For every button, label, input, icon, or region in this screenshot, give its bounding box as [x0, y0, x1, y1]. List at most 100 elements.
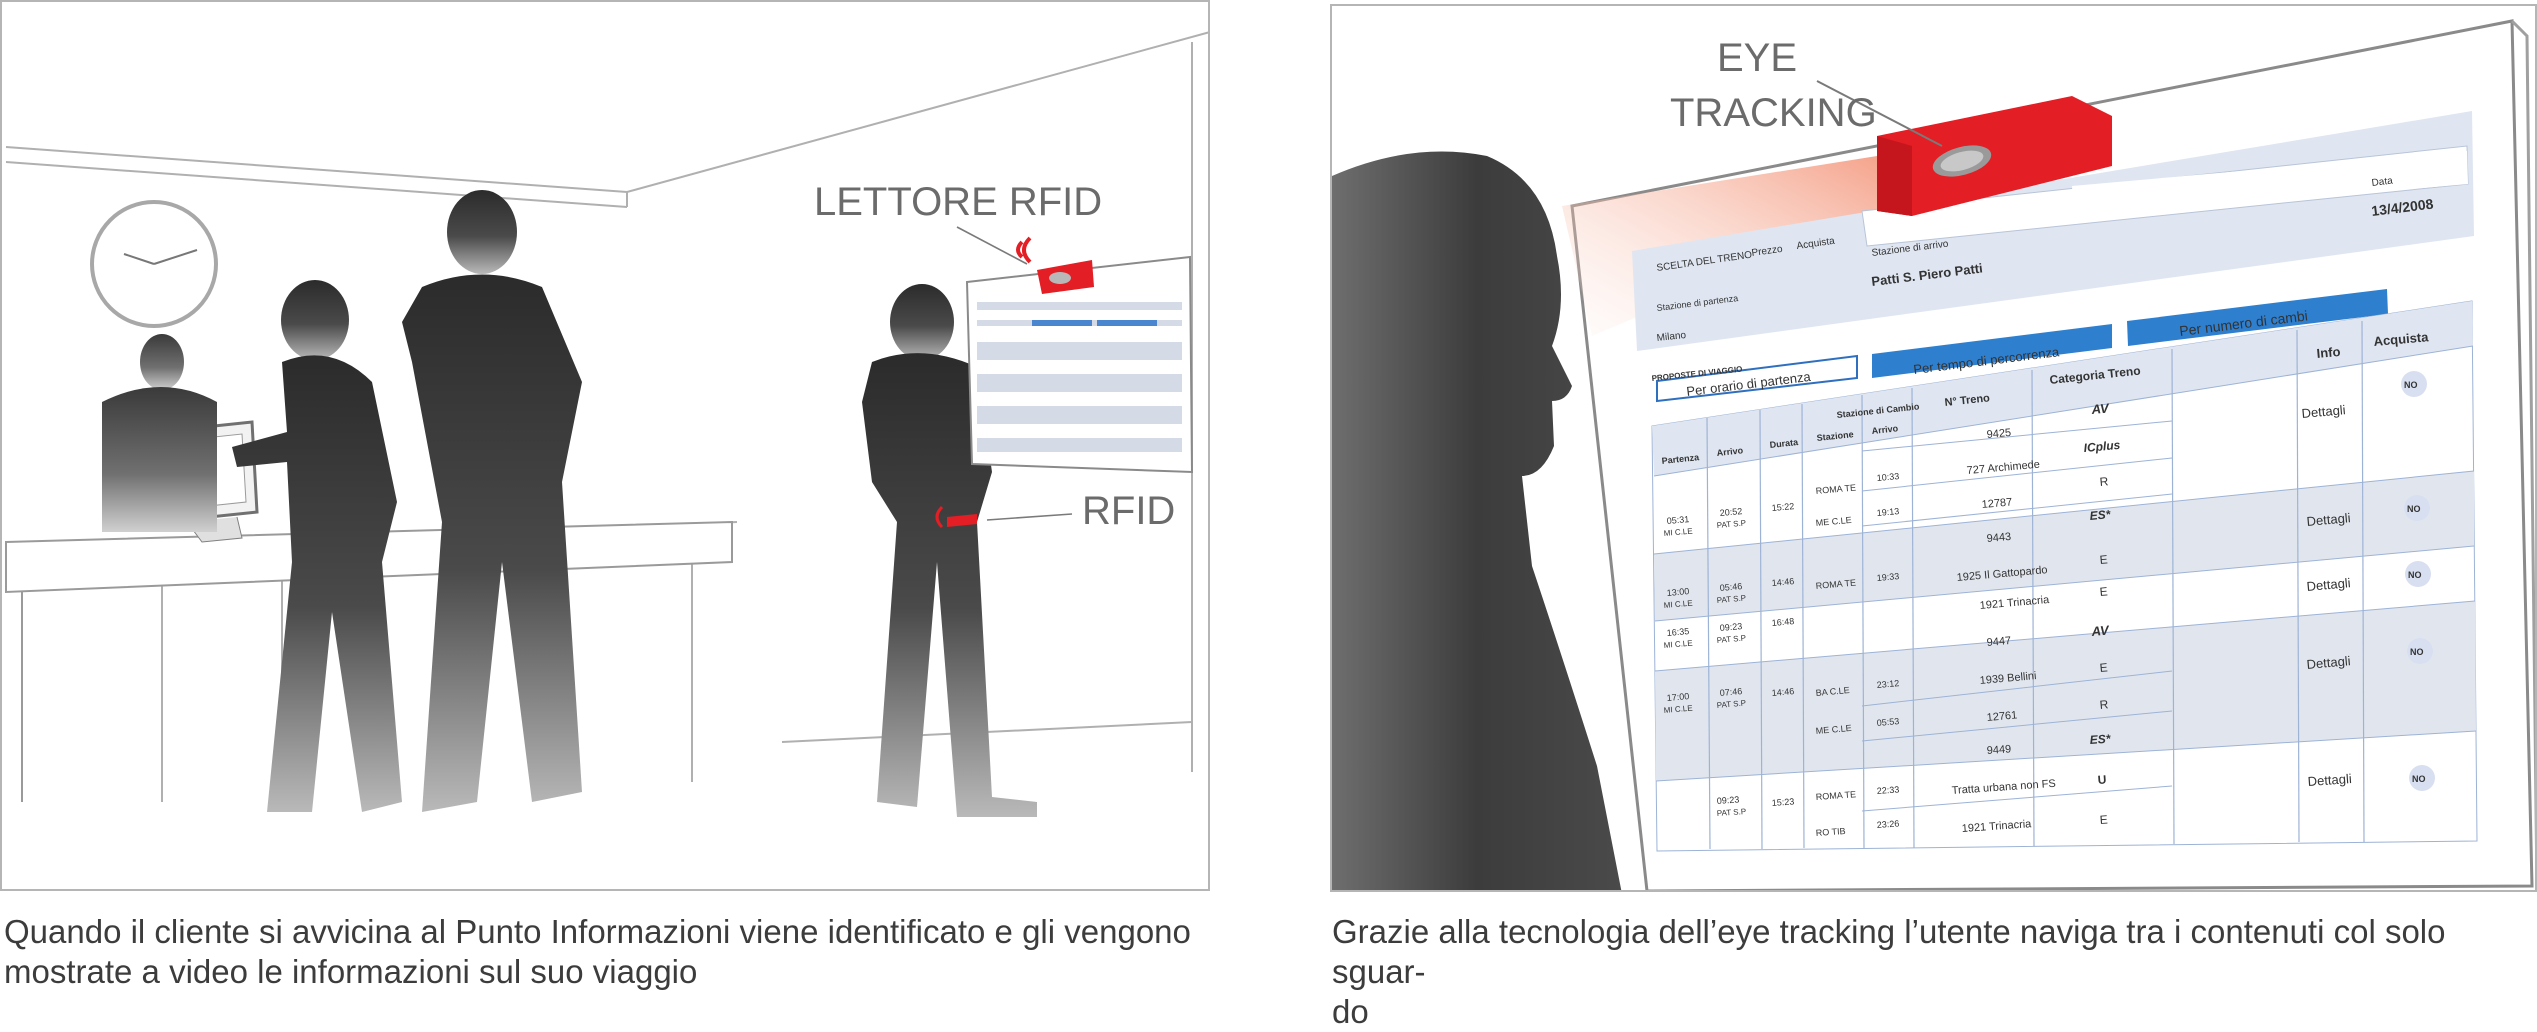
rfid-reader-device	[1016, 236, 1094, 294]
row5-buy-label: NO	[2412, 774, 2426, 784]
tab-buy[interactable]: Acquista	[1796, 236, 1836, 252]
row1-category-av-icon: AV	[2090, 400, 2111, 417]
row1-station-a: ROMA TE	[1815, 483, 1856, 496]
header-station-arrival: Arrivo	[1871, 423, 1899, 436]
row2-departure-station: MI C.LE	[1663, 599, 1693, 610]
callout-rfid-reader: LETTORE RFID	[814, 180, 1102, 224]
traveler-silhouette	[862, 284, 1037, 817]
date-label: Data	[2371, 175, 2394, 189]
callout-eye: EYE	[1717, 36, 1797, 80]
row3-arrival-time: 09:23	[1719, 621, 1742, 633]
row1-buy-label: NO	[2404, 380, 2418, 390]
row5-train-1: 9449	[1986, 743, 2011, 757]
callout-rfid-tag: RFID	[1082, 489, 1175, 533]
row3-departure-station: MI C.LE	[1663, 639, 1693, 650]
date-value: 13/4/2008	[2370, 195, 2434, 218]
row2-arrival-time: 05:46	[1719, 581, 1742, 593]
row2-arrival-station: PAT S.P	[1716, 593, 1746, 605]
row4-buy-label: NO	[2410, 647, 2424, 657]
row3-duration: 16:48	[1771, 616, 1794, 628]
row1-station-b: ME C.LE	[1815, 515, 1852, 528]
right-caption-line-1: Grazie alla tecnologia dell’eye tracking…	[1332, 913, 2446, 990]
tab-price[interactable]: Prezzo	[1751, 244, 1784, 259]
row3-details-link[interactable]: Dettagli	[2306, 575, 2351, 594]
row5-category-e-icon: E	[2099, 812, 2108, 827]
row1-train-3: 12787	[1981, 496, 2013, 511]
row3-arrival-station: PAT S.P	[1716, 633, 1746, 645]
row4-details-link[interactable]: Dettagli	[2306, 653, 2351, 672]
rfid-scene-illustration: LETTORE RFID RFID	[5, 31, 1208, 817]
row1-category-es-icon: ES*	[2089, 507, 2112, 523]
table-row: 16:35 MI C.LE 09:23 PAT S.P 16:48 1921 T…	[1663, 561, 2431, 650]
row1-departure-station: MI C.LE	[1663, 527, 1693, 538]
reader-leader-line	[956, 226, 1028, 265]
row4-arrival-time: 07:46	[1719, 686, 1742, 698]
companion-silhouette	[402, 190, 582, 812]
row1-arrival-station: PAT S.P	[1716, 518, 1746, 530]
row2-duration: 14:46	[1771, 576, 1794, 588]
results-table	[1651, 300, 2478, 852]
row2-buy-button[interactable]: NO	[2404, 495, 2430, 521]
header-buy: Acquista	[2373, 329, 2430, 349]
row1-duration: 15:22	[1771, 501, 1794, 513]
eye-tracker-device	[1877, 96, 2112, 216]
row5-arrival-time: 09:23	[1716, 794, 1739, 806]
right-caption: Grazie alla tecnologia dell’eye tracking…	[1332, 912, 2532, 1032]
row4-departure-station: MI C.LE	[1663, 704, 1693, 715]
row1-buy-button[interactable]: NO	[2401, 371, 2427, 397]
table-row: 05:31 MI C.LE 20:52 PAT S.P 15:22 ROMA T…	[1663, 371, 2427, 545]
row1-time-a: 10:33	[1876, 471, 1899, 483]
table-row: 09:23 PAT S.P 15:23 ROMA TE RO TIB 22:33…	[1716, 731, 2435, 838]
rfid-tag-signal	[935, 505, 977, 529]
header-arrival: Arrivo	[1716, 445, 1744, 458]
row4-train-3: 12761	[1986, 709, 2018, 724]
kiosk-screen	[965, 255, 1194, 474]
row2-details-link[interactable]: Dettagli	[2306, 510, 2351, 529]
row4-time-b: 05:53	[1876, 716, 1899, 728]
row3-buy-label: NO	[2408, 570, 2422, 580]
row5-time-b: 23:26	[1876, 818, 1899, 830]
right-caption-line-2: do	[1332, 993, 1369, 1030]
header-info: Info	[2316, 344, 2341, 361]
left-caption-line-1: Quando il cliente si avvicina al Punto I…	[4, 913, 1191, 950]
callout-tracking: TRACKING	[1670, 91, 1877, 135]
row4-buy-button[interactable]: NO	[2407, 638, 2433, 664]
row4-station-a: BA C.LE	[1815, 685, 1850, 698]
viewer-silhouette	[1332, 151, 1622, 890]
eye-tracking-illustration: SCELTA DEL TRENO Prezzo Acquista Data 13…	[1332, 19, 2535, 890]
row1-details-link[interactable]: Dettagli	[2301, 402, 2346, 421]
wall-clock	[90, 200, 218, 328]
clerk-silhouette	[102, 334, 217, 532]
eye-tracking-leader-line	[1816, 80, 1943, 147]
row2-category-e-icon: E	[2099, 552, 2108, 567]
row5-details-link[interactable]: Dettagli	[2307, 771, 2352, 789]
row4-category-r-icon: R	[2099, 697, 2109, 712]
row5-station-a: ROMA TE	[1815, 789, 1856, 802]
departure-value: Milano	[1656, 330, 1687, 344]
row5-category-urban-icon: U	[2097, 772, 2107, 787]
header-station: Stazione	[1816, 429, 1854, 443]
row4-departure-time: 17:00	[1666, 691, 1689, 703]
row1-category-icplus-icon: ICplus	[2083, 438, 2121, 455]
left-caption: Quando il cliente si avvicina al Punto I…	[4, 912, 1214, 992]
table-row: 17:00 MI C.LE 07:46 PAT S.P 14:46 BA C.L…	[1663, 622, 2433, 736]
row4-category-av-icon: AV	[2090, 622, 2111, 639]
row5-arrival-station: PAT S.P	[1717, 807, 1747, 818]
screen-header	[1632, 111, 2474, 351]
tag-leader-line	[986, 513, 1073, 521]
row4-time-a: 23:12	[1876, 678, 1899, 690]
row2-departure-time: 13:00	[1666, 586, 1689, 598]
header-train-number: N° Treno	[1944, 392, 1991, 409]
table-row: 13:00 MI C.LE 05:46 PAT S.P 14:46 ROMA T…	[1663, 495, 2430, 610]
row1-category-r-icon: R	[2099, 474, 2109, 489]
row3-buy-button[interactable]: NO	[2405, 561, 2431, 587]
row4-duration: 14:46	[1771, 686, 1794, 698]
header-departure: Partenza	[1661, 452, 1700, 466]
row2-buy-label: NO	[2407, 504, 2421, 514]
row5-buy-button[interactable]: NO	[2409, 765, 2435, 791]
customer-silhouette	[232, 280, 402, 812]
row2-station: ROMA TE	[1815, 578, 1856, 591]
row3-departure-time: 16:35	[1666, 626, 1689, 638]
row4-train-2: 1939 Bellini	[1979, 670, 2037, 687]
row5-time-a: 22:33	[1876, 784, 1899, 796]
